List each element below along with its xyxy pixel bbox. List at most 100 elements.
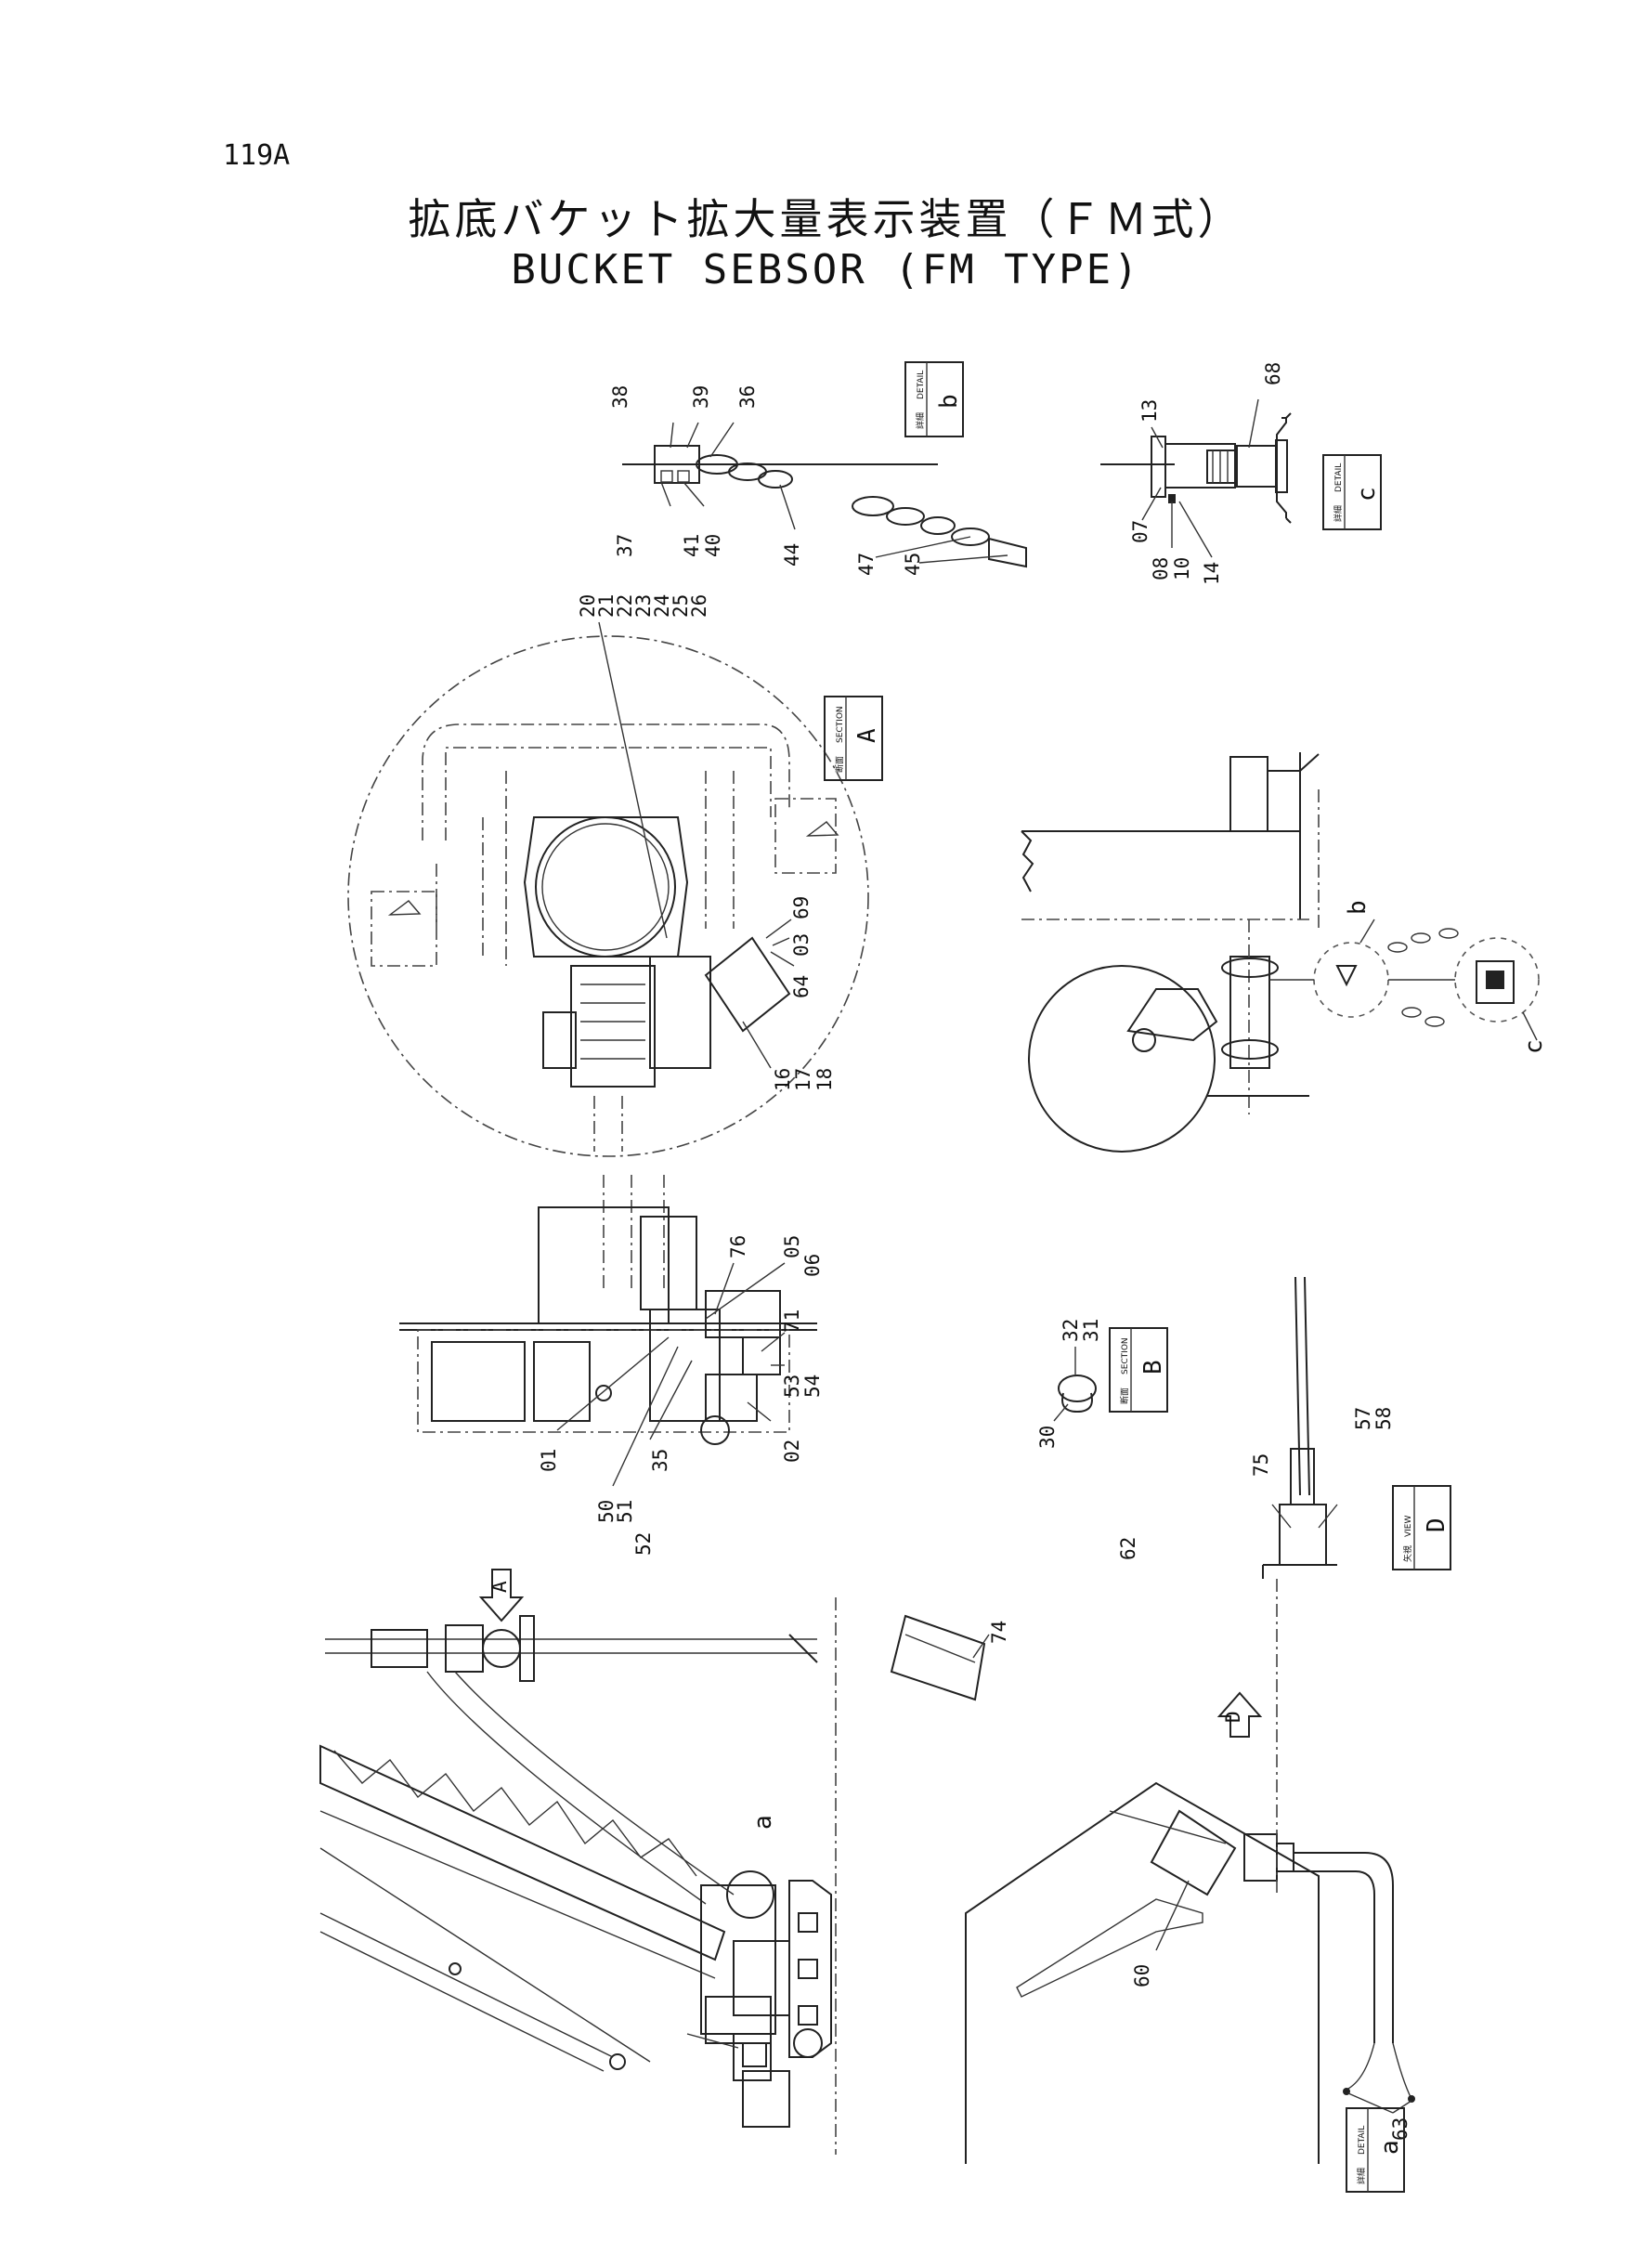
svg-text:51: 51: [614, 1500, 636, 1523]
svg-text:A: A: [488, 1581, 511, 1593]
svg-text:36: 36: [736, 385, 759, 409]
tag-detail-a: 詳細 DETAIL a: [1346, 2107, 1405, 2193]
detail-c-drawing: [1100, 398, 1292, 558]
svg-text:41: 41: [681, 534, 703, 557]
callout-60: 60: [1131, 1964, 1153, 1987]
callout-36: 36: [736, 385, 759, 409]
svg-text:20: 20: [577, 594, 599, 618]
title-english: BUCKET SEBSOR (FM TYPE): [511, 246, 1141, 293]
svg-text:07: 07: [1129, 520, 1151, 543]
view-d-drawing: [1262, 1276, 1338, 1579]
svg-text:D: D: [1423, 1518, 1450, 1532]
callout-41: 41: [681, 534, 703, 557]
svg-text:13: 13: [1138, 399, 1161, 423]
tag-section-b: 断面 SECTION B: [1109, 1327, 1168, 1413]
callout-51: 51: [614, 1500, 636, 1523]
tag-view-d: 矢視 VIEW D: [1392, 1485, 1451, 1570]
svg-text:03: 03: [790, 933, 813, 957]
svg-text:VIEW: VIEW: [1404, 1516, 1413, 1537]
svg-text:23: 23: [632, 594, 655, 618]
svg-text:40: 40: [702, 534, 724, 557]
svg-text:39: 39: [690, 385, 712, 409]
svg-text:b: b: [1344, 900, 1372, 915]
svg-text:37: 37: [614, 534, 636, 557]
upper-structure-plan: [399, 1175, 817, 1487]
svg-text:31: 31: [1080, 1319, 1102, 1342]
tag-detail-b: 詳細 DETAIL b: [904, 361, 964, 437]
svg-text:c: c: [1520, 1039, 1548, 1054]
callout-32: 32: [1060, 1319, 1082, 1342]
svg-text:10: 10: [1171, 557, 1193, 580]
ref-letter-c: c: [1520, 1039, 1548, 1054]
svg-text:69: 69: [790, 896, 813, 919]
callout-16: 16: [772, 1068, 794, 1091]
callout-23: 23: [632, 594, 655, 618]
callout-22: 22: [614, 594, 636, 618]
svg-text:c: c: [1353, 487, 1381, 502]
svg-text:06: 06: [801, 1254, 824, 1277]
svg-text:18: 18: [813, 1068, 836, 1091]
callout-06: 06: [801, 1254, 824, 1277]
svg-text:58: 58: [1372, 1407, 1395, 1430]
svg-text:44: 44: [781, 543, 803, 567]
svg-text:68: 68: [1262, 362, 1284, 385]
ref-letter-D: D: [1222, 1711, 1244, 1723]
svg-text:a: a: [1376, 2140, 1404, 2155]
detail-b-drawing: [622, 422, 1027, 568]
callout-08: 08: [1150, 557, 1172, 580]
callout-25: 25: [670, 594, 692, 618]
callout-40: 40: [702, 534, 724, 557]
callout-53: 53: [781, 1375, 803, 1398]
callout-01: 01: [538, 1449, 560, 1472]
svg-text:60: 60: [1131, 1964, 1153, 1987]
callout-30: 30: [1036, 1426, 1059, 1449]
detail-a-drawing: [890, 1579, 1415, 2164]
svg-text:74: 74: [988, 1621, 1010, 1644]
svg-text:16: 16: [772, 1068, 794, 1091]
callout-02: 02: [781, 1440, 803, 1463]
callout-39: 39: [690, 385, 712, 409]
callout-35: 35: [649, 1449, 671, 1472]
callout-69: 69: [790, 896, 813, 919]
callout-31: 31: [1080, 1319, 1102, 1342]
svg-text:21: 21: [595, 594, 618, 618]
svg-text:断面: 断面: [834, 756, 845, 773]
svg-text:17: 17: [792, 1068, 814, 1091]
svg-text:B: B: [1139, 1360, 1167, 1375]
callout-45: 45: [902, 553, 924, 576]
callout-18: 18: [813, 1068, 836, 1091]
callout-50: 50: [595, 1500, 618, 1523]
svg-text:76: 76: [727, 1235, 749, 1258]
svg-text:62: 62: [1117, 1537, 1139, 1560]
svg-text:01: 01: [538, 1449, 560, 1472]
svg-text:26: 26: [688, 594, 710, 618]
svg-text:54: 54: [801, 1375, 824, 1398]
ref-letter-A: A: [488, 1581, 511, 1593]
callout-63: 63: [1389, 2117, 1411, 2141]
svg-text:38: 38: [609, 385, 631, 409]
svg-text:30: 30: [1036, 1426, 1059, 1449]
svg-text:断面: 断面: [1119, 1388, 1130, 1404]
svg-text:A: A: [853, 728, 881, 743]
svg-text:24: 24: [651, 594, 673, 618]
callout-20: 20: [577, 594, 599, 618]
svg-text:DETAIL: DETAIL: [1334, 463, 1344, 492]
svg-text:a: a: [749, 1815, 777, 1830]
svg-text:25: 25: [670, 594, 692, 618]
callout-26: 26: [688, 594, 710, 618]
svg-text:08: 08: [1150, 557, 1172, 580]
svg-text:52: 52: [632, 1532, 655, 1556]
machine-side-view: [1021, 752, 1540, 1153]
svg-text:矢視: 矢視: [1402, 1545, 1413, 1562]
callout-38: 38: [609, 385, 631, 409]
callout-47: 47: [855, 553, 878, 576]
callout-14: 14: [1201, 562, 1223, 585]
svg-text:45: 45: [902, 553, 924, 576]
svg-text:詳細: 詳細: [1333, 505, 1344, 522]
svg-text:05: 05: [781, 1235, 803, 1258]
callout-07: 07: [1129, 520, 1151, 543]
crane-overall-view: [319, 1569, 837, 2155]
callout-13: 13: [1138, 399, 1161, 423]
svg-text:57: 57: [1352, 1407, 1374, 1430]
